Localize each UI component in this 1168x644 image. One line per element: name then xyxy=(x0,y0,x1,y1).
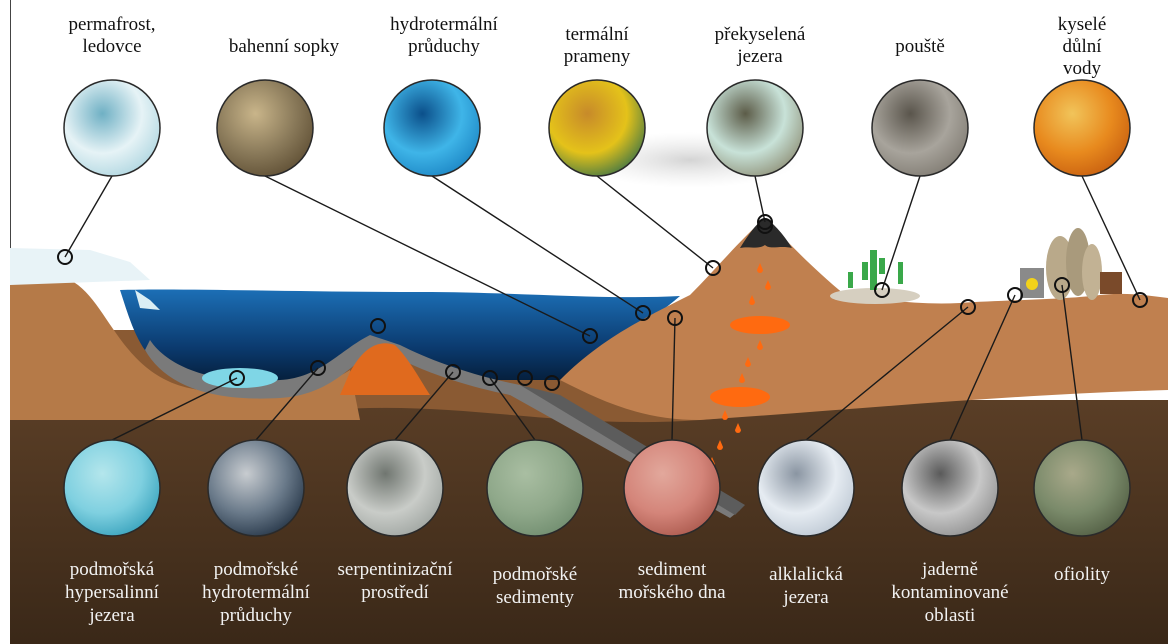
seafloor_sediments-photo xyxy=(487,440,583,536)
hypersaline-label: podmořská hypersalinní jezera xyxy=(65,558,159,627)
acid_mine-label: kyselé důlní vody xyxy=(1039,14,1125,80)
serpentinization-photo xyxy=(347,440,443,536)
hot_springs-photo xyxy=(549,80,645,176)
permafrost-photo xyxy=(64,80,160,176)
magma-chamber-lower xyxy=(710,387,770,407)
seabed_sediment-label: sediment mořského dna xyxy=(618,558,725,604)
acid_mine-photo xyxy=(1034,80,1130,176)
acid_lakes-photo xyxy=(707,80,803,176)
hydrothermal_vents_top-photo xyxy=(384,80,480,176)
serpentinization-label: serpentinizační prostředí xyxy=(337,558,452,604)
alkaline_lakes-photo xyxy=(758,440,854,536)
acid_lakes-label: překyselená jezera xyxy=(715,24,806,68)
deserts-label: pouště xyxy=(895,36,945,58)
mud_volcanoes-photo xyxy=(217,80,313,176)
seafloor_sediments-label: podmořské sedimenty xyxy=(493,563,577,609)
hypersaline-photo xyxy=(64,440,160,536)
hydrothermal_vents_top-label: hydrotermální průduchy xyxy=(390,14,498,58)
ophiolites-label: ofiolity xyxy=(1054,563,1110,586)
alkaline_lakes-label: alklalická jezera xyxy=(769,563,843,609)
industrial-icons xyxy=(1020,228,1122,300)
hydrothermal_vents_bottom-label: podmořské hydrotermální průduchy xyxy=(202,558,310,627)
glacier xyxy=(10,248,150,285)
nuclear-label: jaderně kontaminované oblasti xyxy=(891,558,1008,627)
seabed_sediment-photo xyxy=(624,440,720,536)
hot_springs-label: termální prameny xyxy=(564,24,630,68)
hot_springs-connector xyxy=(597,176,713,268)
ophiolites-photo xyxy=(1034,440,1130,536)
nuclear-photo xyxy=(902,440,998,536)
magma-chamber-upper xyxy=(730,316,790,334)
mud_volcanoes-label: bahenní sopky xyxy=(229,36,339,58)
cactus-icon xyxy=(848,250,903,290)
permafrost-connector xyxy=(65,176,112,257)
hydrothermal_vents_top-connector xyxy=(432,176,643,313)
permafrost-label: permafrost, ledovce xyxy=(68,14,155,58)
hydrothermal_vents_bottom-photo xyxy=(208,440,304,536)
deserts-photo xyxy=(872,80,968,176)
